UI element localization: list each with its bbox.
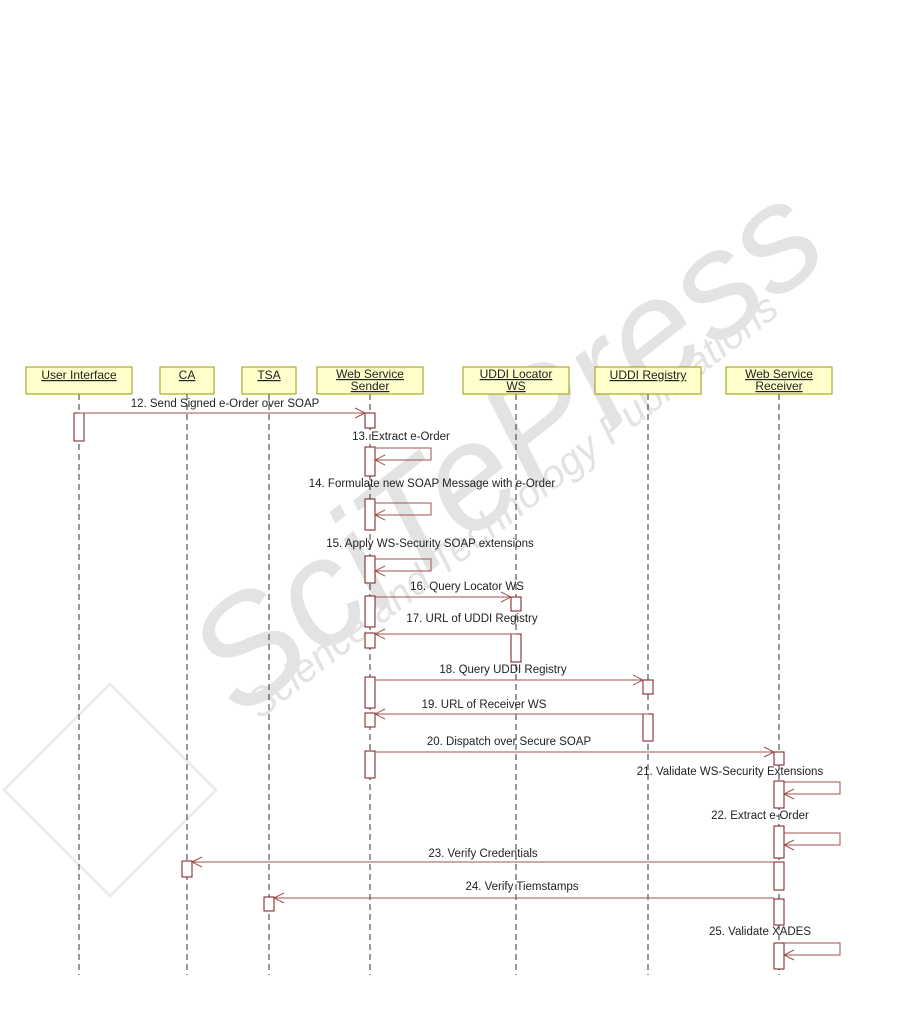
watermark: SciTePress Science and Technology Public… — [1, 149, 853, 899]
activation-bar-sender — [364, 446, 376, 477]
message-20: 20. Dispatch over Secure SOAP — [375, 736, 776, 758]
arrow-head-icon — [632, 674, 645, 686]
message-label: 25. Validate XADES — [709, 926, 811, 938]
activation-bar-sender — [364, 498, 376, 531]
message-13: 13. Extract e-Order — [352, 431, 450, 466]
arrow-head-icon — [500, 591, 513, 603]
watermark-logo-text: SciTePress — [156, 149, 853, 745]
message-label: 24. Verify Tiemstamps — [465, 881, 578, 893]
self-message-arrow — [784, 832, 841, 846]
message-17: 17. URL of UDDI Registry — [373, 613, 538, 640]
participant-ca: CA — [159, 366, 215, 395]
message-21: 21. Validate WS-Security Extensions — [637, 766, 841, 800]
activation-bar-receiver — [773, 898, 785, 926]
message-22: 22. Extract e-Order — [711, 810, 841, 851]
participant-tsa: TSA — [241, 366, 297, 395]
participant-label: WS — [506, 379, 525, 393]
message-label: 13. Extract e-Order — [352, 431, 450, 443]
participant-label: Receiver — [755, 379, 802, 393]
activation-bar-receiver — [773, 942, 785, 970]
arrow-head-icon — [354, 407, 367, 419]
message-label: 21. Validate WS-Security Extensions — [637, 766, 824, 778]
activation-bar-sender — [364, 595, 376, 628]
participant-label: Web Service — [336, 367, 404, 381]
arrow-head-icon — [763, 746, 776, 758]
arrow-head-icon — [190, 856, 203, 868]
participant-label: Sender — [351, 379, 390, 393]
arrow-head-icon — [782, 788, 795, 800]
activation-bar-sender — [364, 712, 376, 728]
activation-bar-sender — [364, 676, 376, 709]
activations — [73, 412, 785, 970]
participant-label: TSA — [257, 368, 280, 382]
activation-bar-receiver — [773, 751, 785, 766]
message-18: 18. Query UDDI Registry — [375, 664, 645, 686]
activation-bar-receiver — [773, 780, 785, 809]
arrow-head-icon — [373, 565, 386, 577]
activation-bar-sender — [364, 750, 376, 779]
arrow-head-icon — [373, 708, 386, 720]
activation-bar-sender — [364, 555, 376, 584]
participant-label: CA — [179, 368, 196, 382]
self-message-arrow — [375, 447, 432, 461]
message-label: 14. Formulate new SOAP Message with e-Or… — [309, 478, 556, 490]
arrow-head-icon — [272, 892, 285, 904]
activation-bar-locator — [510, 596, 522, 612]
message-24: 24. Verify Tiemstamps — [272, 881, 774, 904]
participant-label: Web Service — [745, 367, 813, 381]
activation-bar-sender — [364, 632, 376, 649]
arrow-head-icon — [373, 454, 386, 466]
message-label: 23. Verify Credentials — [428, 848, 538, 860]
activation-bar-sender — [364, 412, 376, 429]
activation-bar-tsa — [263, 896, 275, 912]
message-23: 23. Verify Credentials — [190, 848, 774, 868]
activation-bar-ca — [181, 860, 193, 878]
participant-label: User Interface — [41, 368, 117, 382]
activation-bar-registry — [642, 713, 654, 742]
self-message-arrow — [375, 558, 432, 572]
participant-label: UDDI Registry — [610, 368, 687, 382]
arrow-head-icon — [782, 839, 795, 851]
message-label: 18. Query UDDI Registry — [439, 664, 566, 676]
message-14: 14. Formulate new SOAP Message with e-Or… — [309, 478, 556, 521]
message-label: 20. Dispatch over Secure SOAP — [427, 736, 592, 748]
message-label: 22. Extract e-Order — [711, 810, 809, 822]
self-message-arrow — [784, 942, 841, 956]
arrow-head-icon — [782, 949, 795, 961]
message-25: 25. Validate XADES — [709, 926, 841, 961]
participant-ui: User Interface — [25, 366, 133, 395]
arrow-head-icon — [373, 509, 386, 521]
message-16: 16. Query Locator WS — [375, 581, 524, 603]
self-message-arrow — [375, 502, 432, 516]
activation-bar-ui — [73, 412, 85, 442]
message-19: 19. URL of Receiver WS — [373, 699, 648, 720]
message-label: 15. Apply WS-Security SOAP extensions — [326, 538, 534, 550]
participant-label: UDDI Locator — [480, 367, 553, 381]
activation-bar-locator — [510, 633, 522, 663]
watermark-logo-icon — [1, 681, 219, 899]
self-message-arrow — [784, 781, 841, 795]
message-label: 16. Query Locator WS — [410, 581, 524, 593]
messages: 12. Send Signed e-Order over SOAP 13. Ext… — [79, 398, 841, 961]
activation-bar-receiver — [773, 825, 785, 859]
arrow-head-icon — [373, 628, 386, 640]
message-15: 15. Apply WS-Security SOAP extensions — [326, 538, 534, 577]
participant-registry: UDDI Registry — [594, 366, 702, 395]
message-label: 17. URL of UDDI Registry — [406, 613, 537, 625]
activation-bar-receiver — [773, 861, 785, 891]
message-12: 12. Send Signed e-Order over SOAP — [79, 398, 367, 419]
activation-bar-registry — [642, 679, 654, 695]
message-label: 12. Send Signed e-Order over SOAP — [131, 398, 320, 410]
message-label: 19. URL of Receiver WS — [422, 699, 547, 711]
